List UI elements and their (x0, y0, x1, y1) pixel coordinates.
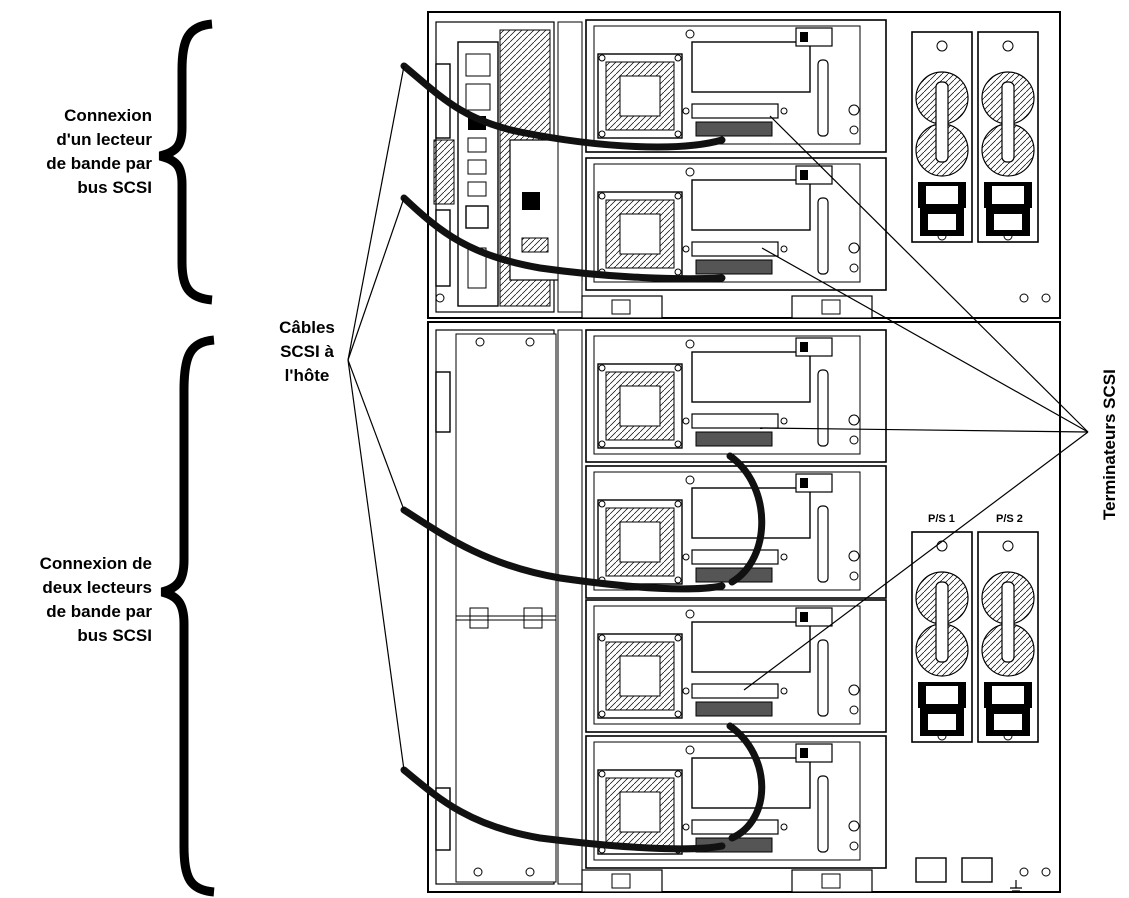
dual-drive-line-1: Connexion de (39, 554, 152, 573)
host-cables-line-2: SCSI à (280, 342, 334, 361)
host-cable-1 (400, 62, 726, 151)
terminator-leaders (743, 115, 1089, 691)
single-drive-line-4: bus SCSI (77, 178, 152, 197)
lower-brace (160, 335, 215, 897)
dual-drive-connection-label: Connexion de deux lecteurs de bande par … (0, 552, 152, 648)
upper-module (427, 11, 1061, 319)
host-cables-line-3: l'hôte (284, 366, 330, 385)
single-drive-connection-label: Connexion d'un lecteur de bande par bus … (0, 104, 152, 200)
scsi-cables (400, 62, 766, 853)
scsi-terminators-label: Terminateurs SCSI (1100, 369, 1119, 520)
host-cables-line-1: Câbles (279, 318, 335, 337)
psu-1-label: P/S 1 (928, 513, 955, 525)
jumper-cable-2 (726, 722, 766, 842)
host-cable-2 (400, 194, 726, 283)
dual-drive-line-3: de bande par (46, 602, 152, 621)
lower-module (427, 321, 1061, 893)
single-drive-line-2: d'un lecteur (56, 130, 152, 149)
host-cables-label: Câbles SCSI à l'hôte (262, 316, 352, 388)
psu-2-label: P/S 2 (996, 513, 1023, 525)
single-drive-line-1: Connexion (64, 106, 152, 125)
host-cable-4 (400, 766, 726, 853)
dual-drive-line-4: bus SCSI (77, 626, 152, 645)
jumper-cable-1 (726, 452, 766, 586)
dual-drive-line-2: deux lecteurs (42, 578, 152, 597)
host-cable-3 (400, 506, 726, 593)
single-drive-line-3: de bande par (46, 154, 152, 173)
upper-brace (158, 19, 213, 305)
host-cable-leaders (347, 65, 405, 771)
